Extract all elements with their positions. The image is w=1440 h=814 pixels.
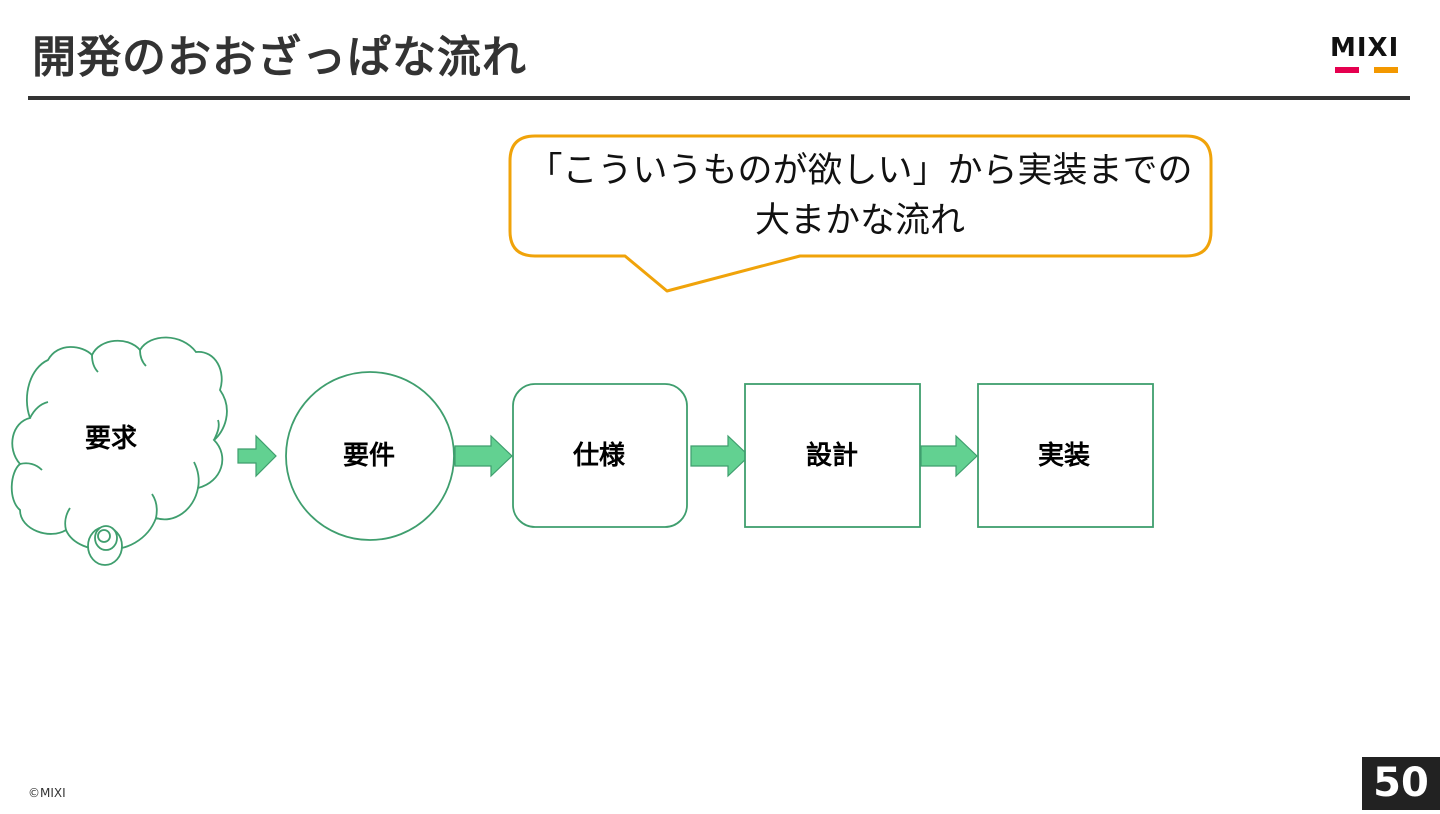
rect-design	[744, 383, 921, 528]
mixi-logo: MIXI	[1330, 34, 1412, 76]
title-underline	[28, 96, 1410, 100]
page-number: 50	[1362, 757, 1440, 810]
cloud-shape-requirement	[10, 336, 228, 566]
node-label-implementation: 実装	[1037, 441, 1090, 471]
node-label-design: 設計	[805, 441, 858, 471]
callout-line-1: 「こういうものが欲しい」から実装までの	[527, 151, 1193, 191]
rect-implementation	[977, 383, 1154, 528]
callout-text: 「こういうものが欲しい」から実装までの 大まかな流れ	[510, 146, 1210, 246]
logo-wordmark: MIXI	[1330, 33, 1400, 63]
node-label-specification: 仕様	[572, 441, 625, 471]
arrow-1	[237, 434, 277, 478]
node-label-requirement: 要求	[84, 424, 137, 454]
node-label-requirement-spec: 要件	[342, 441, 395, 471]
callout-line-2: 大まかな流れ	[754, 201, 965, 241]
circle-shape-requirement-spec	[285, 371, 455, 541]
slide-title: 開発のおおざっぱな流れ	[32, 32, 527, 83]
arrow-3	[690, 434, 750, 478]
rounded-rect-specification	[512, 383, 688, 528]
callout-bubble	[508, 134, 1213, 293]
arrow-2	[454, 434, 513, 478]
logo-orange-bar	[1374, 67, 1398, 73]
logo-pink-bar	[1335, 67, 1359, 73]
copyright-text: ©MIXI	[28, 786, 66, 800]
arrow-4	[920, 434, 978, 478]
